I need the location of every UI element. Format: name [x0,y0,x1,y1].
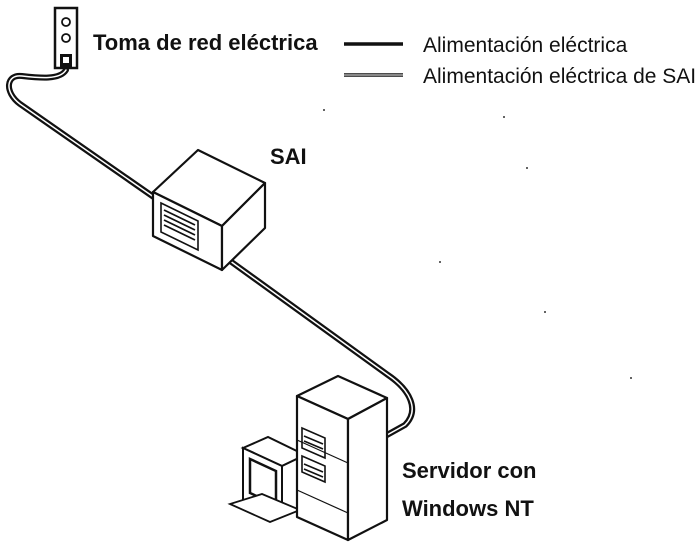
tower-server-icon [297,376,387,540]
legend: Alimentación eléctrica Alimentación eléc… [344,34,696,88]
server-label-line1: Servidor con [402,458,536,483]
legend-mains-label: Alimentación eléctrica [423,34,628,57]
legend-ups-label: Alimentación eléctrica de SAI [423,65,696,88]
wall-outlet-icon [55,8,77,68]
outlet-label: Toma de red eléctrica [93,30,318,55]
server-label-line2: Windows NT [402,496,534,521]
scan-specks [323,109,632,379]
ups-box-icon [153,150,265,270]
mains-power-cable [9,70,158,200]
monitor-icon [230,437,305,522]
ups-label: SAI [270,144,307,169]
